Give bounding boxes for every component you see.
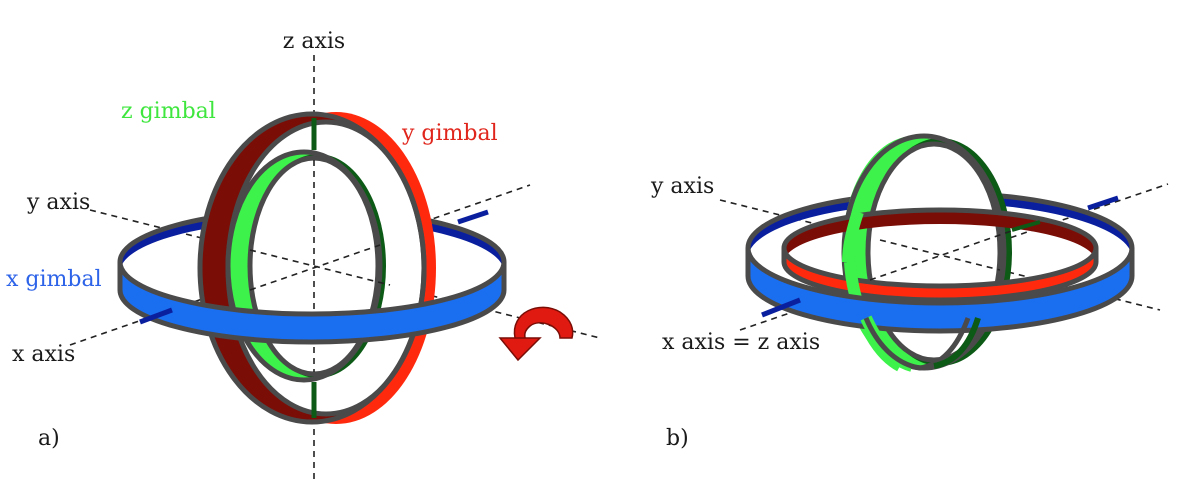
y-gimbal-label: y gimbal: [401, 121, 498, 146]
panel-a: z axis y axis x axis z gimbal y gimbal x…: [6, 29, 601, 480]
x-axis-label: x axis: [12, 342, 75, 367]
x-gimbal-b-shaft-left: [761, 297, 801, 318]
panel-b: y axis x axis = z axis b): [650, 133, 1169, 451]
x-gimbal-label: x gimbal: [6, 267, 102, 292]
x-gimbal-front: [117, 261, 507, 345]
z-gimbal: [225, 149, 386, 383]
xz-axis-line-b: [739, 183, 1169, 331]
x-gimbal-shaft-left: [139, 307, 173, 325]
xz-axis-label-b: x axis = z axis: [662, 330, 820, 355]
panel-b-tag: b): [666, 426, 689, 451]
x-gimbal-shaft-right: [457, 209, 489, 225]
panel-a-tag: a): [38, 426, 60, 451]
y-axis-label-b: y axis: [650, 174, 714, 199]
z-gimbal-label: z gimbal: [121, 99, 216, 124]
y-gimbal-b: [781, 207, 1099, 303]
x-gimbal-b-front: [745, 247, 1135, 334]
rotation-arrow-icon: [498, 306, 574, 362]
y-axis-label: y axis: [26, 190, 90, 215]
z-axis-label: z axis: [283, 29, 345, 54]
x-gimbal-b-shaft-right: [1087, 195, 1119, 211]
